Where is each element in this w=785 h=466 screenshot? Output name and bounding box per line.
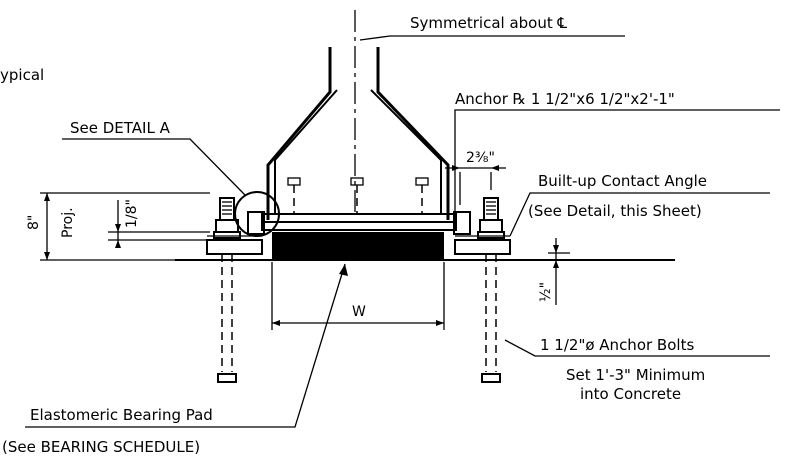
contact-angle-left <box>247 211 265 235</box>
anchor-plate-left <box>206 239 263 255</box>
bearing-schedule-label: (See BEARING SCHEDULE) <box>2 438 200 456</box>
set-minimum-label: Set 1'-3" Minimum <box>566 366 705 384</box>
detail-a-circle <box>234 191 280 237</box>
girder-bottom-flange <box>261 213 457 223</box>
dim-eight-inch-text: 8" <box>26 215 42 230</box>
girder-left-outline <box>266 47 332 220</box>
dim-proj-text: Proj. <box>60 207 76 238</box>
anchor-bolt-left <box>213 197 241 383</box>
anchor-plate-label: Anchor ℞ 1 1/2"x6 1/2"x2'-1" <box>455 90 675 108</box>
dim-half-inch-text: ½" <box>538 282 554 302</box>
dim-width-text: W <box>352 304 366 320</box>
anchor-plate-right <box>454 239 511 255</box>
anchor-plate-leader <box>454 109 780 218</box>
symmetrical-leader <box>359 35 625 41</box>
girder-right-inner <box>370 89 442 214</box>
symmetrical-label: Symmetrical about ℄ <box>410 14 567 32</box>
sole-plate <box>261 221 457 231</box>
contact-angle-label: Built-up Contact Angle <box>538 172 707 190</box>
anchor-bolt-right <box>477 197 505 383</box>
dim-one-eighth-text: 1/8" <box>124 199 140 228</box>
dim-width <box>271 262 445 330</box>
elastomeric-pad <box>272 232 444 260</box>
see-detail-a-label: See DETAIL A <box>70 119 171 137</box>
anchor-bolts-label: 1 1/2"ø Anchor Bolts <box>540 336 694 354</box>
bearing-pad-leader <box>25 263 346 428</box>
dim-one-eighth <box>108 200 210 248</box>
see-detail-sheet-label: (See Detail, this Sheet) <box>528 202 702 220</box>
detail-a-leader <box>62 138 246 196</box>
contact-angle-leader <box>509 192 770 237</box>
dim-half-inch <box>548 238 570 305</box>
contact-angle-right <box>453 211 471 235</box>
girder-right-outline <box>376 47 450 220</box>
dim-eight-inch <box>40 192 210 261</box>
typical-label: ypical <box>0 66 44 84</box>
girder-left-inner <box>274 89 338 214</box>
dim-two-three-eighths-text: 2⅜" <box>466 150 495 166</box>
into-concrete-label: into Concrete <box>580 385 681 403</box>
shear-studs <box>287 177 429 214</box>
anchor-bolts-leader <box>504 339 770 357</box>
bearing-pad-label: Elastomeric Bearing Pad <box>30 406 213 424</box>
dim-two-three-eighths <box>445 165 506 205</box>
